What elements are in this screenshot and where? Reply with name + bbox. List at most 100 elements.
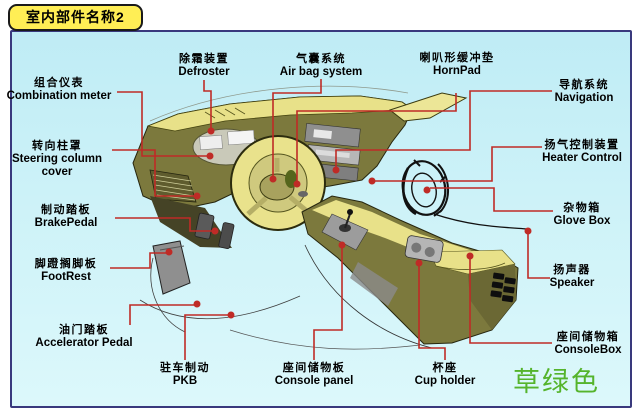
label-pkb-zh: 驻车制动 xyxy=(160,362,210,374)
label-cup-holder-en: Cup holder xyxy=(414,375,476,387)
label-cup-holder: 杯座 Cup holder xyxy=(405,362,485,388)
label-steering-column-cover: 转向柱罩 Steering column cover xyxy=(0,140,114,179)
leader-pkb xyxy=(184,314,228,360)
label-steering-column-cover-zh: 转向柱罩 xyxy=(32,140,82,152)
leader-horn-pad xyxy=(296,93,457,181)
label-heater-control-zh: 扬气控制装置 xyxy=(544,139,620,151)
label-combination-meter: 组合仪表 Combination meter xyxy=(2,77,116,103)
dash-wing xyxy=(388,92,468,122)
label-air-bag-system-zh: 气囊系统 xyxy=(296,53,346,65)
label-pkb-en: PKB xyxy=(172,375,198,387)
label-navigation-zh: 导航系统 xyxy=(559,79,609,91)
leader-glove-box xyxy=(430,187,553,212)
leader-air-bag xyxy=(272,79,322,176)
dot-air-bag xyxy=(269,175,277,183)
label-glove-box-zh: 杂物箱 xyxy=(563,202,601,214)
speaker-sketch xyxy=(401,159,528,230)
label-navigation: 导航系统 Navigation xyxy=(538,79,630,105)
dot-speaker xyxy=(524,227,532,235)
leader-console-box xyxy=(469,259,552,344)
dot-cup-holder xyxy=(415,259,423,267)
label-brake-pedal-en: BrakePedal xyxy=(34,217,98,229)
label-accelerator-pedal-en: Accelerator Pedal xyxy=(35,337,133,349)
dot-heater-control xyxy=(368,177,376,185)
leader-brake-pedal xyxy=(115,217,212,232)
label-console-box-zh: 座间储物箱 xyxy=(556,331,620,343)
label-console-box: 座间储物箱 ConsoleBox xyxy=(544,331,632,357)
speaker-pointer-curve xyxy=(433,213,528,230)
console-end-face xyxy=(468,264,516,330)
label-console-panel-zh: 座间储物板 xyxy=(282,362,346,374)
label-console-panel: 座间储物板 Console panel xyxy=(264,362,364,388)
dot-accelerator xyxy=(193,300,201,308)
label-foot-rest: 脚蹬搁脚板 FootRest xyxy=(14,258,118,284)
dot-brake-pedal xyxy=(211,227,219,235)
leader-navigation xyxy=(335,90,552,167)
leader-cup-holder xyxy=(418,266,446,360)
label-horn-pad: 喇叭形缓冲垫 HornPad xyxy=(402,52,512,78)
defroster-vents xyxy=(204,107,246,119)
dot-steering-column xyxy=(193,192,201,200)
leader-accelerator xyxy=(129,304,194,325)
under-dash-shadow xyxy=(150,196,232,248)
label-heater-control: 扬气控制装置 Heater Control xyxy=(528,139,636,165)
label-steering-column-cover-en: Steering column cover xyxy=(11,153,103,178)
page-title: 室内部件名称2 xyxy=(8,4,143,31)
label-horn-pad-zh: 喇叭形缓冲垫 xyxy=(419,52,495,64)
leader-foot-rest xyxy=(110,252,166,269)
dot-foot-rest xyxy=(165,248,173,256)
label-accelerator-pedal-zh: 油门踏板 xyxy=(59,324,109,336)
leader-console-panel xyxy=(313,248,343,360)
label-defroster: 除霜装置 Defroster xyxy=(160,53,248,79)
label-foot-rest-zh: 脚蹬搁脚板 xyxy=(34,258,98,270)
side-vent-grille xyxy=(149,169,197,203)
leader-steering-column xyxy=(112,149,194,197)
label-defroster-zh: 除霜装置 xyxy=(179,53,229,65)
label-defroster-en: Defroster xyxy=(178,66,230,78)
label-console-panel-en: Console panel xyxy=(274,375,354,387)
label-navigation-en: Navigation xyxy=(554,92,614,104)
cup-holder-part xyxy=(404,235,444,263)
dot-defroster xyxy=(207,127,215,135)
speaker-grille xyxy=(490,272,516,303)
label-glove-box-en: Glove Box xyxy=(553,215,611,227)
label-combination-meter-zh: 组合仪表 xyxy=(34,77,84,89)
label-cup-holder-zh: 杯座 xyxy=(432,362,458,374)
steering-wheel xyxy=(230,135,326,231)
dot-console-panel xyxy=(338,241,346,249)
leader-speaker xyxy=(527,234,550,279)
leader-heater-control xyxy=(375,146,542,182)
label-heater-control-en: Heater Control xyxy=(542,152,622,164)
label-brake-pedal-zh: 制动踏板 xyxy=(41,204,91,216)
stalk-right xyxy=(298,191,308,197)
leader-defroster xyxy=(203,80,212,128)
label-speaker: 扬声器 Speaker xyxy=(538,264,606,290)
dot-pkb xyxy=(227,311,235,319)
pedals xyxy=(194,212,235,249)
label-air-bag-system-en: Air bag system xyxy=(279,66,363,78)
label-accelerator-pedal: 油门踏板 Accelerator Pedal xyxy=(10,324,158,350)
label-speaker-en: Speaker xyxy=(549,277,595,289)
label-glove-box: 杂物箱 Glove Box xyxy=(540,202,624,228)
dot-navigation xyxy=(332,166,340,174)
label-air-bag-system: 气囊系统 Air bag system xyxy=(266,53,376,79)
footrest-part xyxy=(152,240,191,295)
center-console xyxy=(301,195,519,349)
color-note: 草绿色 xyxy=(513,367,600,397)
leader-lines xyxy=(110,79,553,360)
gear-shifter xyxy=(321,209,369,251)
label-pkb: 驻车制动 PKB xyxy=(150,362,220,388)
part-markers xyxy=(165,127,532,319)
dot-glove-box xyxy=(423,186,431,194)
dot-horn-pad xyxy=(293,180,301,188)
console-side-panel xyxy=(350,262,398,306)
label-brake-pedal: 制动踏板 BrakePedal xyxy=(14,204,118,230)
label-console-box-en: ConsoleBox xyxy=(554,344,622,356)
label-combination-meter-en: Combination meter xyxy=(6,90,112,102)
dot-console-box xyxy=(466,252,474,260)
label-horn-pad-en: HornPad xyxy=(433,65,481,77)
dot-combination-meter xyxy=(206,152,214,160)
floor-sketch-lines xyxy=(139,257,421,350)
